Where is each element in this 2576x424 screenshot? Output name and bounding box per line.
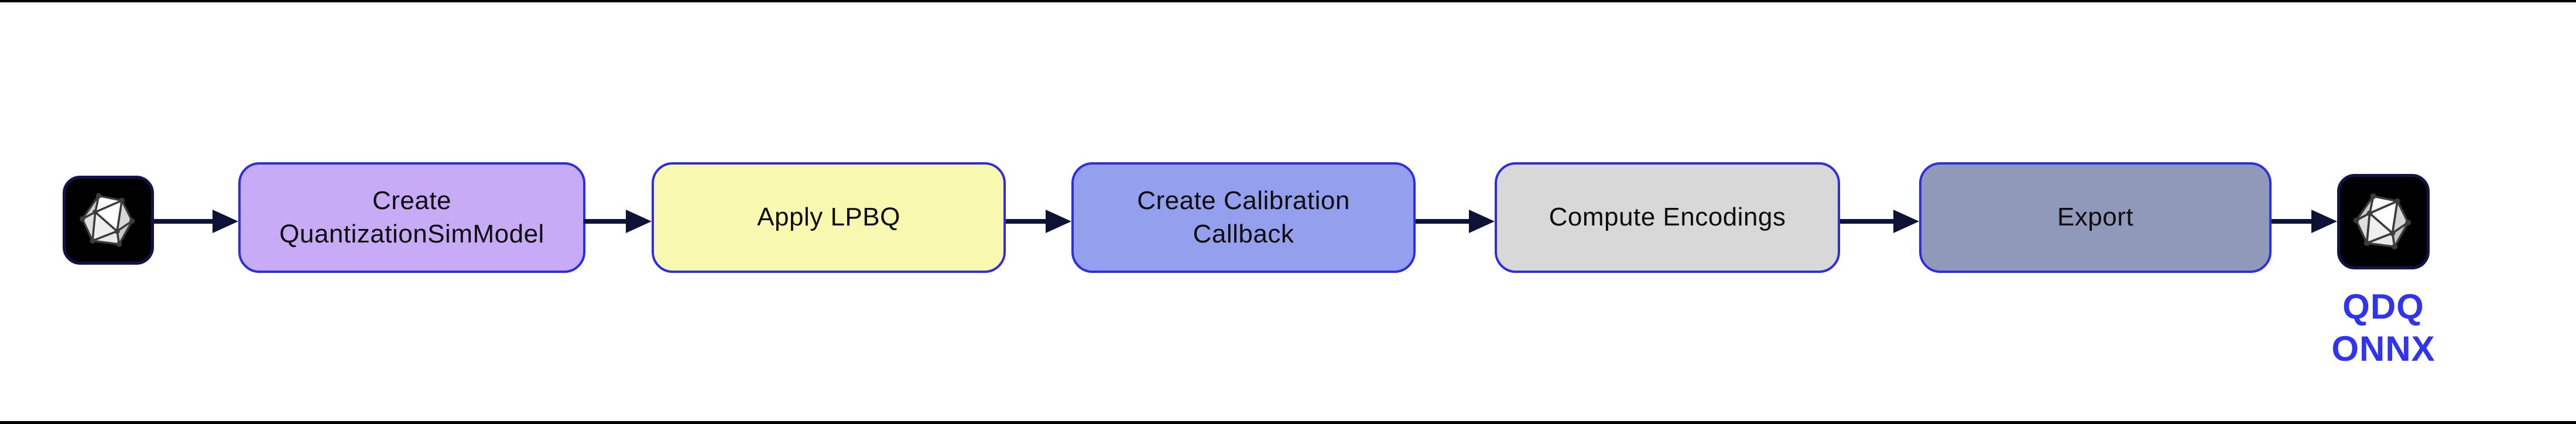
step-label-line: Create (372, 186, 452, 216)
arrow-shaft (584, 219, 628, 224)
output-format-label-line: QDQ (2342, 287, 2424, 326)
step-label-line: Compute Encodings (1549, 203, 1786, 232)
step-create-calibration-callback: Create Calibration Callback (1071, 162, 1416, 273)
arrow-shaft (154, 219, 215, 224)
arrow-head (1893, 210, 1919, 233)
step-label-line: QuantizationSimModel (279, 219, 544, 248)
output-format-label-line: ONNX (2331, 329, 2435, 368)
step-label-line: Export (2057, 203, 2134, 232)
top-frame-line (0, 0, 2576, 2)
qdq-onnx-model-icon (2337, 174, 2430, 269)
step-label-line: Callback (1193, 219, 1294, 248)
step-compute-encodings: Compute Encodings (1495, 162, 1840, 273)
arrow-shaft (1006, 219, 1047, 224)
arrow-head (1469, 210, 1495, 233)
step-export: Export (1919, 162, 2272, 273)
arrow-shaft (2272, 219, 2313, 224)
onnx-model-icon (63, 176, 154, 265)
output-format-label: QDQ ONNX (2304, 286, 2462, 370)
arrow-shaft (1840, 219, 1895, 224)
step-label-line: Create Calibration (1137, 186, 1350, 216)
polyhedron-glyph (80, 193, 135, 247)
arrow-head (213, 210, 238, 233)
arrow-shaft (1416, 219, 1471, 224)
arrow-head (626, 210, 652, 233)
step-label-line: Apply LPBQ (757, 203, 900, 232)
polyhedron-glyph (2354, 193, 2411, 249)
arrow-head (2311, 210, 2337, 233)
arrow-head (1046, 210, 1071, 233)
step-create-quantizationsimmodel: Create QuantizationSimModel (238, 162, 585, 273)
bottom-frame-line (0, 421, 2576, 424)
step-apply-lpbq: Apply LPBQ (652, 162, 1006, 273)
